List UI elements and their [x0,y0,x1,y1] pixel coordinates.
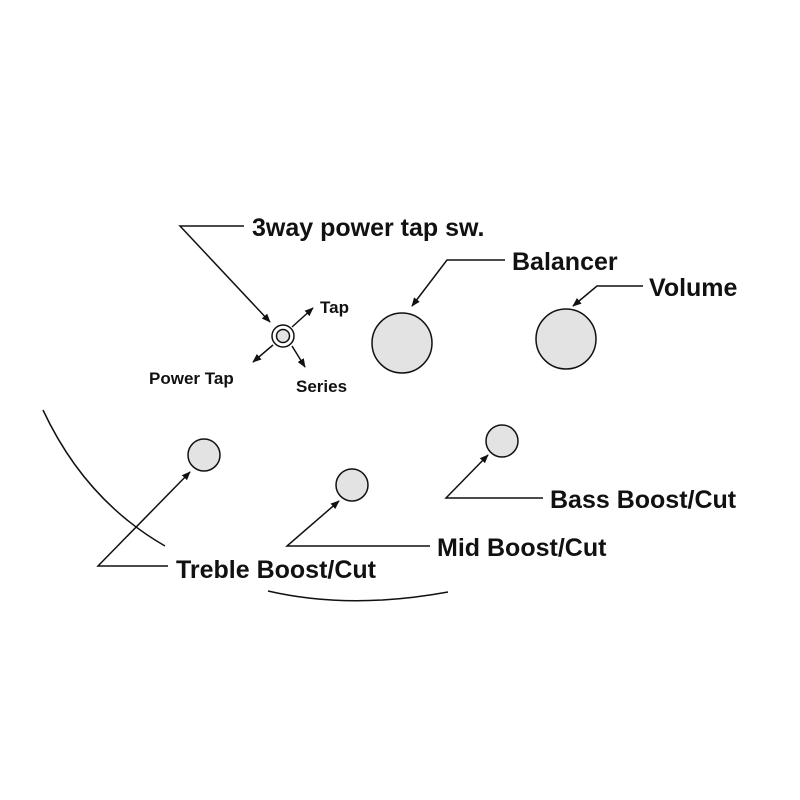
series-label: Series [296,377,347,396]
volume-knob[interactable] [535,308,597,370]
treble-label: Treble Boost/Cut [176,556,377,584]
mid-label: Mid Boost/Cut [437,534,607,562]
balancer-leader-line [411,259,505,307]
bass-leader-line [444,454,543,499]
bass-label: Bass Boost/Cut [550,486,737,514]
switch-leader-line [178,225,271,323]
power-tap-position-arrow [252,344,274,363]
treble-leader-line [96,471,191,567]
switch-label: 3way power tap sw. [252,214,484,242]
mid-knob[interactable] [335,468,369,502]
treble-knob[interactable] [187,438,221,472]
mid-leader-line [284,500,430,547]
tap-position-arrow [291,307,314,328]
tap-label: Tap [320,298,349,317]
body-outline-left-curve [42,409,166,547]
balancer-knob[interactable] [371,312,433,374]
power-tap-label: Power Tap [149,369,234,388]
power-tap-switch[interactable] [271,324,295,348]
volume-leader-line [572,285,643,307]
body-outline-bottom-curve [267,590,449,602]
balancer-label: Balancer [512,248,618,276]
series-position-arrow [291,345,306,368]
bass-knob[interactable] [485,424,519,458]
volume-label: Volume [649,274,738,302]
